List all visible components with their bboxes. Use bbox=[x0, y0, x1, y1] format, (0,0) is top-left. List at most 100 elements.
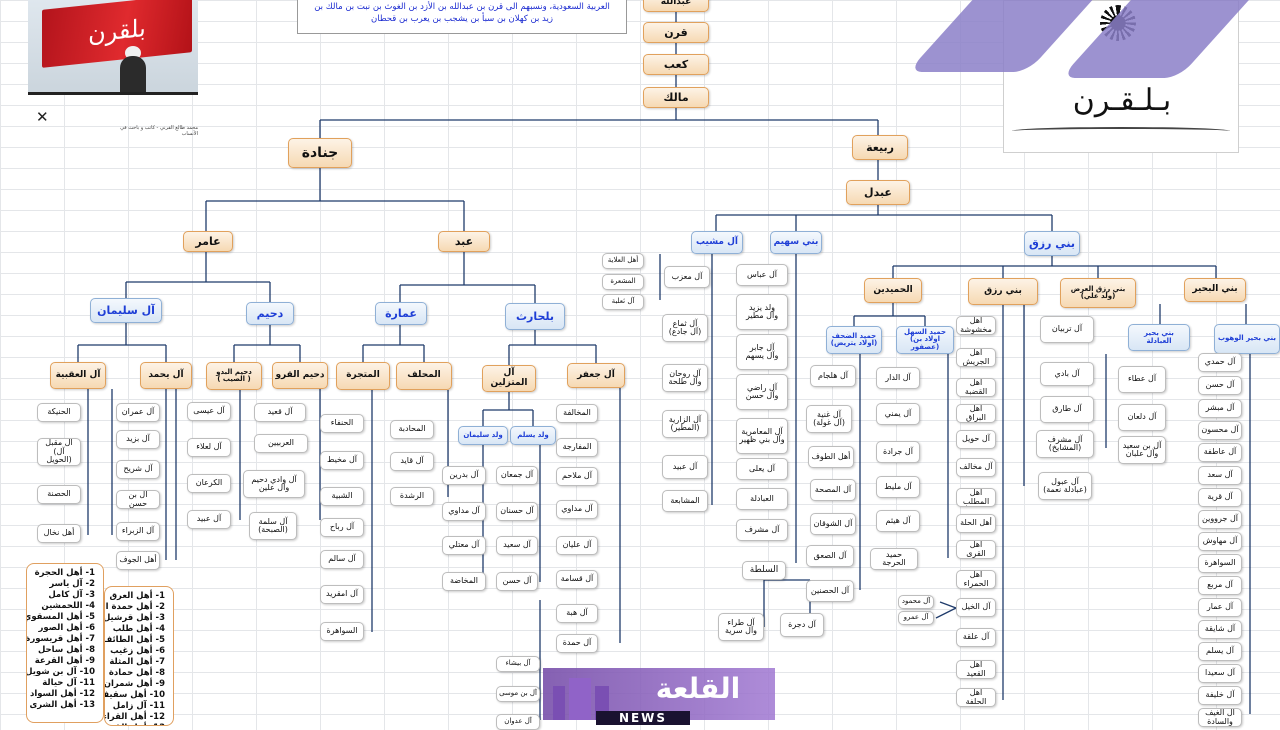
list-item: 9- أهل القرعة bbox=[34, 656, 95, 666]
leaf-node: العبادلة bbox=[736, 488, 788, 510]
leaf-node: آل سعيد bbox=[496, 536, 538, 555]
tree-node-duhaym: دحيم bbox=[246, 302, 294, 325]
list-item: 2- أهل حمدة الصينة bbox=[105, 602, 165, 612]
tree-node-sahim: بني سهيم bbox=[770, 231, 822, 254]
leaf-node: آل بن سعيد وآل علبان bbox=[1118, 436, 1166, 464]
leaf-node: المخالفة bbox=[556, 404, 598, 423]
leaf-node: آل دلعان bbox=[1118, 404, 1166, 431]
list-item: 1- أهل العرق bbox=[109, 591, 165, 601]
leaf-node: آل علقة bbox=[956, 628, 996, 647]
tree-node-kaab: كعب bbox=[643, 54, 709, 75]
leaf-node: آل عليان bbox=[556, 536, 598, 555]
leaf-node: المفارجة bbox=[556, 438, 598, 457]
leaf-node: آل مربع bbox=[1198, 576, 1242, 595]
list-item: 8- أهل حمادة bbox=[108, 668, 165, 678]
leaf-node: أهل مخشوشة bbox=[956, 316, 996, 335]
tree-node-jaafar: آل جعفر bbox=[567, 363, 625, 388]
list-item: 2- آل ياسر bbox=[49, 579, 95, 589]
leaf-node: الحصنة bbox=[37, 485, 81, 504]
leaf-node: أهل الحلفة bbox=[956, 688, 996, 707]
leaf-node: أهل العلاية bbox=[602, 253, 644, 269]
leaf-node: آل معتلي bbox=[442, 536, 486, 555]
tree-node-saltah: السلطة bbox=[742, 561, 786, 580]
leaf-node: آل ثماع (آل جادع) bbox=[662, 314, 708, 342]
flag-photo: بلقرن bbox=[28, 0, 198, 95]
leaf-node: آل ثعلبة bbox=[602, 294, 644, 310]
leaf-node: أهل الجريش bbox=[956, 348, 996, 367]
flag-text: بلقرن bbox=[88, 13, 146, 49]
leaf-node: الحنفاء bbox=[320, 414, 364, 433]
leaf-node: آل روحان وآل طلحة bbox=[662, 364, 708, 392]
leaf-node: آل حسنان bbox=[496, 502, 538, 521]
tree-node-sulayman: آل سليمان bbox=[90, 298, 162, 323]
leaf-node: آل الشوقان bbox=[810, 513, 856, 535]
leaf-node: آل عاطفة bbox=[1198, 443, 1242, 462]
leaf-node: آل شريح bbox=[116, 460, 160, 479]
leaf-node: آل راضي وآل حسن bbox=[736, 374, 788, 410]
leaf-node: آل معزب bbox=[664, 266, 710, 288]
leaf-node: آل عدوان bbox=[496, 714, 540, 730]
leaf-node: آل بيشاء bbox=[496, 656, 540, 672]
leaf-node: آل مشرف (المشايخ) bbox=[1036, 430, 1094, 458]
tree-node-rabia: ربيعة bbox=[852, 135, 908, 160]
leaf-node: آل الصعق bbox=[806, 545, 854, 567]
leaf-node: آل قايد bbox=[390, 452, 434, 471]
list-item: 7- أهل المثلة bbox=[109, 657, 165, 667]
leaf-node: آل بزيد bbox=[116, 430, 160, 449]
leaf-node: السواهرة bbox=[320, 622, 364, 641]
leaf-node: السواهرة bbox=[1198, 554, 1242, 573]
leaf-node: آل خليفة bbox=[1198, 686, 1242, 705]
tree-node-mutazalin: آل المتزلين bbox=[482, 365, 536, 392]
tree-node-hamidin: الحميدين bbox=[864, 278, 922, 303]
list-item: 5- أهل الطائف bbox=[104, 635, 165, 645]
leaf-node: آل عبيد bbox=[662, 455, 708, 479]
tree-node-yahmad: آل يحمد bbox=[140, 362, 192, 389]
tree-node-muhallaf: المحلف bbox=[396, 362, 452, 390]
leaf-node: آل مهاوش bbox=[1198, 532, 1242, 551]
list-item: 7- أهل قريسورة bbox=[26, 634, 95, 644]
person-figure bbox=[120, 56, 146, 92]
leaf-node: آل محسون bbox=[1198, 421, 1242, 440]
tree-node-hamid-dhahf: حميد الضحف (اولاد يتريض) bbox=[826, 326, 882, 354]
leaf-node: آل مداوي bbox=[556, 500, 598, 519]
leaf-node: آل عيسى bbox=[187, 402, 231, 421]
tree-node-belharith: بلحارث bbox=[505, 303, 565, 330]
list-item: 9- أهل شمران bbox=[104, 679, 165, 689]
tree-node-mutajra: المتجرة bbox=[336, 362, 390, 390]
leaf-node: آل الزارية (المطير) bbox=[662, 410, 708, 438]
list-item: 5- أهل المسقوي bbox=[26, 612, 95, 622]
list-item: 1- أهل الحجرة bbox=[34, 568, 95, 578]
leaf-node: آل سالم bbox=[320, 550, 364, 569]
close-icon[interactable]: ✕ bbox=[36, 108, 49, 126]
leaf-node: آل الحصنين bbox=[806, 580, 854, 602]
tree-node-mushayb: آل مشيب bbox=[691, 231, 743, 254]
tree-node-junada: جنادة bbox=[288, 138, 352, 168]
tree-node-buhayr-wahhab: بني بحير الوهوب bbox=[1214, 324, 1280, 354]
leaf-node: آل مشرف bbox=[736, 519, 788, 541]
tree-node-duhaym-badu: دحيم البدو ( الصيب ) bbox=[206, 362, 262, 390]
leaf-node: آل عمار bbox=[1198, 598, 1242, 617]
leaf-node: آل بادي bbox=[1040, 362, 1094, 386]
leaf-node: آل بن موسى bbox=[496, 686, 540, 702]
leaf-node: آل طراء وآل سرية bbox=[718, 613, 764, 641]
list-item: 6- أهل زغيب bbox=[110, 646, 165, 656]
leaf-node: آل حويل bbox=[956, 430, 996, 449]
leaf-node: آل مقبل (آل الحويل) bbox=[37, 438, 81, 466]
connector-line bbox=[939, 601, 957, 609]
leaf-node: آل سلمة (الصبحة) bbox=[249, 512, 297, 540]
leaf-node: أهل القرى bbox=[956, 540, 996, 559]
leaf-node: آل قعيد bbox=[254, 403, 306, 422]
watermark-text: القلعة bbox=[655, 672, 741, 705]
leaf-node: آل مخالف bbox=[956, 458, 996, 477]
leaf-node: آل عطاء bbox=[1118, 366, 1166, 393]
list-item: 8- أهل ساحل bbox=[37, 645, 95, 655]
leaf-node: آل غنية (آل غولة) bbox=[806, 405, 852, 433]
tree-node-bani-rizq2: بني رزق bbox=[968, 278, 1038, 305]
tree-node-walad-yuslim: ولد يسلم bbox=[510, 426, 556, 445]
leaf-node: آل لعلاء bbox=[187, 438, 231, 457]
leaf-node: آل عباس bbox=[736, 264, 788, 286]
list-item: 10- آل بن شويل bbox=[26, 667, 95, 677]
